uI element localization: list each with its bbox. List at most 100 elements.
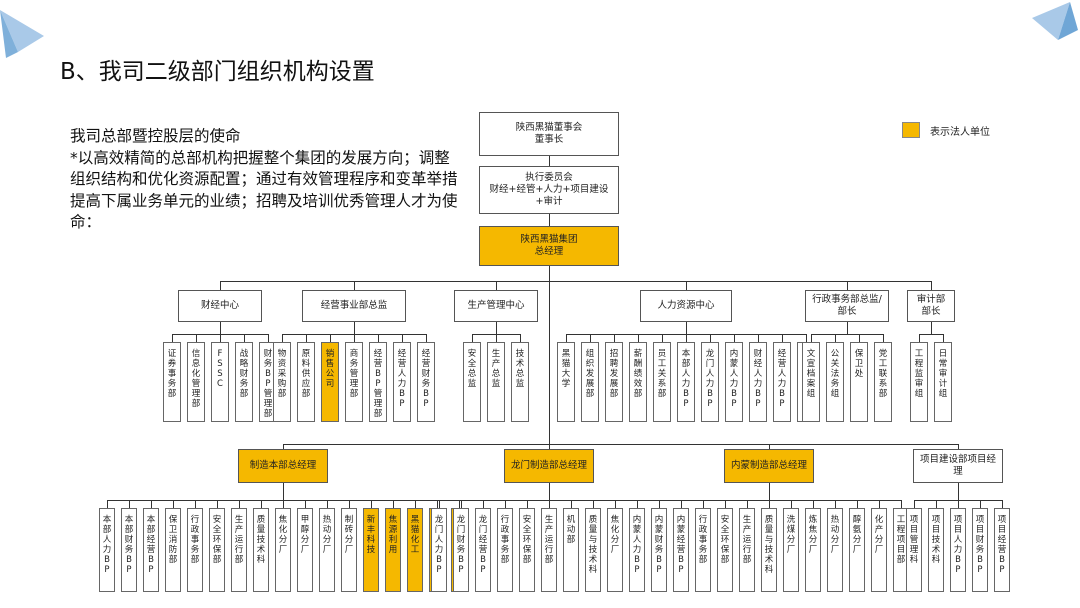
connector-line bbox=[958, 483, 959, 500]
unit-label: 销售公司 bbox=[325, 349, 335, 389]
unit-box: 安全环保部 bbox=[717, 508, 733, 592]
connector-line bbox=[220, 334, 221, 342]
unit-label: 焦化分厂 bbox=[610, 515, 620, 555]
legend: 表示法人单位 bbox=[902, 122, 990, 138]
unit-box: 保卫处 bbox=[850, 342, 868, 422]
unit-box: 焦源利用 bbox=[385, 508, 401, 592]
connector-line bbox=[703, 500, 704, 508]
unit-label: 生产运行部 bbox=[234, 515, 244, 565]
unit-box: 本部人力BP bbox=[677, 342, 695, 422]
unit-label: 本部人力BP bbox=[102, 515, 112, 575]
unit-label: 内蒙人力BP bbox=[729, 349, 739, 409]
unit-label: 保卫处 bbox=[854, 349, 864, 379]
unit-label: 黑猫化工 bbox=[410, 515, 420, 555]
unit-label: 生产运行部 bbox=[544, 515, 554, 565]
unit-box: 内蒙经营BP bbox=[673, 508, 689, 592]
unit-label: 保卫消防部 bbox=[168, 515, 178, 565]
committee-members: 财经+经管+人力+项目建设+审计 bbox=[489, 184, 609, 207]
center-box: 经营事业部总监 bbox=[302, 290, 406, 322]
unit-label: 文宣档案组 bbox=[806, 349, 816, 399]
connector-line bbox=[919, 334, 944, 335]
unit-box: 焦化分厂 bbox=[275, 508, 291, 592]
connector-line bbox=[725, 500, 726, 508]
unit-box: 生产运行部 bbox=[231, 508, 247, 592]
unit-box: 日常审计组 bbox=[934, 342, 952, 422]
unit-label: 战略财务部 bbox=[239, 349, 249, 399]
unit-box: 项目财务BP bbox=[972, 508, 988, 592]
unit-box: 物资采购部 bbox=[273, 342, 291, 422]
unit-label: 项目人力BP bbox=[953, 515, 963, 575]
unit-label: 经营BP管理部 bbox=[373, 349, 383, 419]
unit-label: 经营人力BP bbox=[777, 349, 787, 409]
unit-label: 安全环保部 bbox=[212, 515, 222, 565]
unit-box: 焦化分厂 bbox=[607, 508, 623, 592]
unit-box: 销售公司 bbox=[321, 342, 339, 422]
unit-box: 龙门财务BP bbox=[453, 508, 469, 592]
connector-line bbox=[349, 500, 350, 508]
connector-line bbox=[980, 500, 981, 508]
unit-label: 原料供应部 bbox=[301, 349, 311, 399]
unit-label: 新丰科技 bbox=[366, 515, 376, 555]
plant-box: 内蒙制造部总经理 bbox=[724, 449, 814, 483]
corner-decoration-left-icon bbox=[0, 10, 44, 58]
unit-box: 商务管理部 bbox=[345, 342, 363, 422]
connector-line bbox=[305, 500, 306, 508]
unit-box: 项目经营BP bbox=[994, 508, 1010, 592]
unit-label: 醇氨分厂 bbox=[852, 515, 862, 555]
connector-line bbox=[811, 334, 812, 342]
unit-label: 质量与技术科 bbox=[588, 515, 598, 575]
mission-text: 我司总部暨控股层的使命 *以高效精简的总部机构把握整个集团的发展方向；调整组织结… bbox=[70, 126, 460, 234]
unit-box: 经营BP管理部 bbox=[369, 342, 387, 422]
unit-box: 安全环保部 bbox=[209, 508, 225, 592]
connector-line bbox=[496, 322, 497, 334]
connector-line bbox=[173, 500, 174, 508]
unit-label: 商务管理部 bbox=[349, 349, 359, 399]
connector-line bbox=[734, 334, 735, 342]
connector-line bbox=[686, 281, 687, 290]
board-title: 陕西黑猫董事会 bbox=[515, 122, 583, 133]
connector-line bbox=[769, 500, 770, 508]
unit-label: 龙门财务BP bbox=[456, 515, 466, 575]
unit-label: 员工关系部 bbox=[657, 349, 667, 399]
connector-line bbox=[220, 281, 221, 290]
connector-line bbox=[758, 334, 759, 342]
unit-label: 薪酬绩效部 bbox=[633, 349, 643, 399]
connector-line bbox=[813, 500, 814, 508]
unit-box: 公关法务组 bbox=[826, 342, 844, 422]
connector-line bbox=[261, 500, 262, 508]
connector-line bbox=[571, 500, 572, 508]
connector-line bbox=[437, 500, 438, 508]
connector-line bbox=[847, 281, 848, 290]
center-box: 生产管理中心 bbox=[454, 290, 538, 322]
connector-line bbox=[244, 334, 245, 342]
unit-box: 本部经营BP bbox=[143, 508, 159, 592]
connector-line bbox=[883, 334, 884, 342]
unit-box: FSSC bbox=[211, 342, 229, 422]
connector-line bbox=[681, 500, 682, 508]
unit-box: 工程监审组 bbox=[910, 342, 928, 422]
unit-label: 本部财务BP bbox=[124, 515, 134, 575]
connector-line bbox=[615, 500, 616, 508]
unit-label: 技术总监 bbox=[515, 349, 525, 389]
plant-box: 制造本部总经理 bbox=[238, 449, 328, 483]
group-gm-box: 陕西黑猫集团 总经理 bbox=[479, 226, 619, 266]
connector-line bbox=[505, 500, 506, 508]
unit-label: 黑猫大学 bbox=[561, 349, 571, 389]
unit-box: 信息化管理部 bbox=[187, 342, 205, 422]
connector-line bbox=[1002, 500, 1003, 508]
corner-decoration-right-icon bbox=[1032, 2, 1078, 40]
connector-line bbox=[483, 500, 484, 508]
unit-label: 项目经营BP bbox=[997, 515, 1007, 575]
unit-box: 组织发展部 bbox=[581, 342, 599, 422]
connector-line bbox=[943, 334, 944, 342]
connector-line bbox=[195, 500, 196, 508]
connector-line bbox=[393, 500, 394, 508]
connector-line bbox=[806, 334, 807, 342]
unit-label: 焦源利用 bbox=[388, 515, 398, 555]
unit-label: 龙门人力BP bbox=[434, 515, 444, 575]
connector-line bbox=[931, 281, 932, 290]
unit-box: 龙门经营BP bbox=[475, 508, 491, 592]
connector-line bbox=[614, 334, 615, 342]
connector-line bbox=[520, 334, 521, 342]
connector-line bbox=[172, 334, 173, 342]
